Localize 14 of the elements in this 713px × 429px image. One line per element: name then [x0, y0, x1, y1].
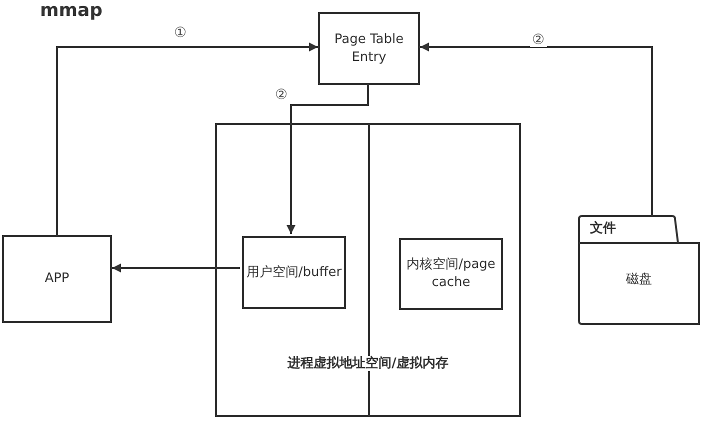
memory-space-box — [215, 123, 521, 417]
folder-tab-label: 文件 — [590, 222, 616, 235]
process-box: Page Table Entry — [318, 12, 420, 85]
arrow — [286, 85, 369, 234]
box-label: 进程虚拟地址空间/虚拟内存 — [286, 355, 450, 373]
arrow — [112, 264, 240, 272]
process-box: APP — [2, 235, 112, 323]
arrow — [56, 42, 318, 235]
process-box: 内核空间/page cache — [399, 238, 503, 310]
title: mmap — [40, 2, 103, 20]
step-number: ② — [530, 33, 547, 47]
folder-label: 磁盘 — [625, 273, 653, 286]
arrow — [420, 42, 653, 215]
process-box: 用户空间/buffer — [242, 236, 346, 309]
